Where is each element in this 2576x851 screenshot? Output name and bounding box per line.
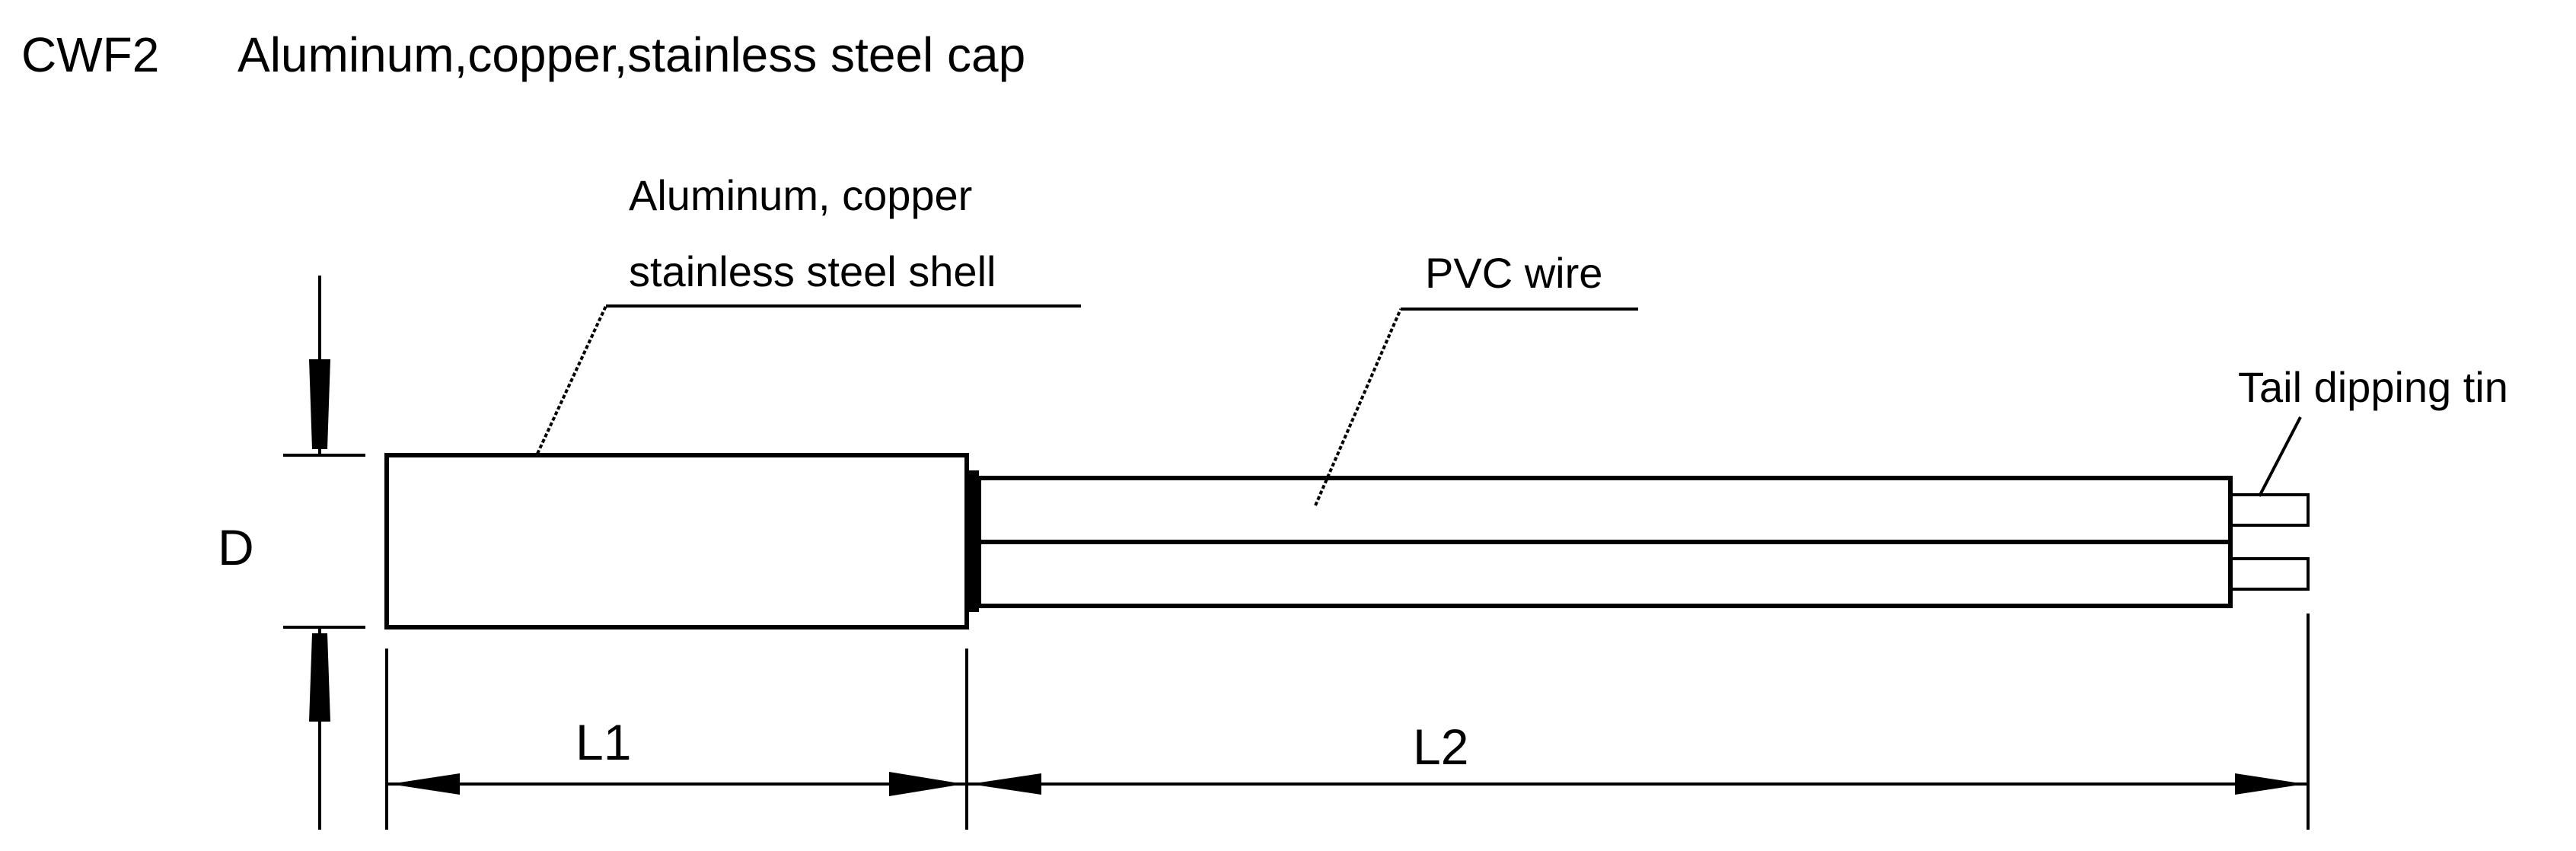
tin-tail-upper [2229,493,2310,527]
model-code: CWF2 [21,27,159,82]
dim-d-arrow-top [309,359,330,449]
shell-cap [967,470,979,612]
dim-d-label: D [218,519,254,575]
tail-leader [2258,416,2302,497]
wire-leader [1314,308,1402,506]
dim-d-arrow-bottom [309,633,330,722]
shell-label-line1: Aluminum, copper [629,171,972,219]
tail-label: Tail dipping tin [2238,363,2508,411]
dim-l1-arrow-right [889,772,964,796]
pvc-wire-upper [977,476,2233,544]
dim-l2-label: L2 [1413,719,1468,775]
wire-label: PVC wire [1425,249,1602,297]
shell-label-line2: stainless steel shell [629,247,996,295]
dim-l2-arrow-right [2235,773,2305,795]
dim-l2-arrow-left [970,773,1041,795]
dim-l1-arrow-left [390,773,460,795]
diagram-title: Aluminum,copper,stainless steel cap [238,27,1025,82]
tin-tail-lower [2229,557,2310,591]
shell-body [384,453,969,629]
dim-l1-label: L1 [575,714,631,770]
shell-leader [536,305,607,454]
pvc-wire-lower [977,540,2233,608]
